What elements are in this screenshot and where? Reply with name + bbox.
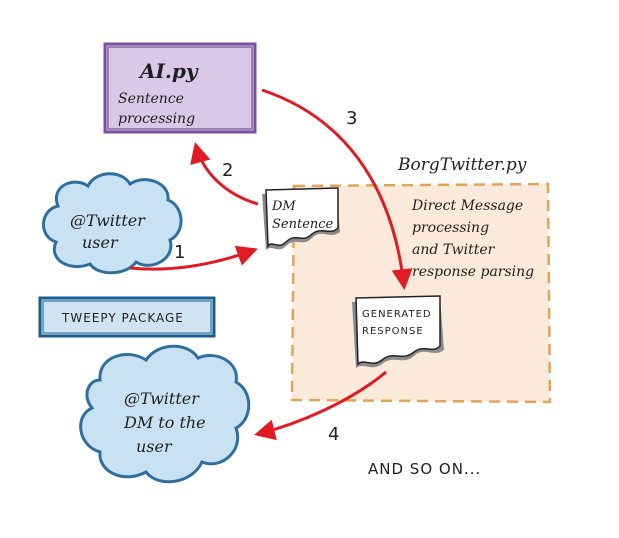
arrow-2 bbox=[190, 141, 259, 206]
borg-twitter-title: BorgTwitter.py bbox=[397, 155, 527, 175]
borg-desc-line-4: response parsing bbox=[412, 264, 534, 280]
twitter-dm-line-1: @Twitter bbox=[124, 389, 200, 408]
twitter-dm-line-2: DM to the bbox=[123, 413, 206, 432]
arrow-3-label: 3 bbox=[346, 108, 357, 129]
dm-sentence-line-2: Sentence bbox=[272, 217, 334, 232]
twitter-user-line-1: @Twitter bbox=[70, 211, 146, 230]
borg-twitter-description: Direct Message processing and Twitter re… bbox=[411, 198, 534, 280]
borg-desc-line-3: and Twitter bbox=[412, 242, 496, 258]
ai-py-box bbox=[103, 42, 257, 134]
and-so-on-label: AND SO ON... bbox=[368, 460, 481, 478]
dm-sentence-line-1: DM bbox=[271, 199, 296, 214]
generated-response-line-2: RESPONSE bbox=[362, 326, 424, 337]
twitter-user-line-2: user bbox=[82, 233, 119, 252]
generated-response-line-1: GENERATED bbox=[362, 309, 432, 320]
arrow-4-label: 4 bbox=[328, 424, 339, 445]
twitter-dm-cloud bbox=[79, 344, 251, 484]
tweepy-package-label: TWEEPY PACKAGE bbox=[61, 311, 184, 325]
twitter-dm-line-3: user bbox=[136, 437, 173, 456]
arrow-1-label: 1 bbox=[174, 242, 185, 263]
ai-py-line-1: Sentence bbox=[118, 91, 184, 107]
arrow-4 bbox=[253, 370, 387, 441]
ai-py-line-2: processing bbox=[118, 111, 195, 127]
ai-py-title: AI.py bbox=[138, 59, 199, 83]
arrow-1 bbox=[129, 245, 258, 271]
twitter-user-cloud bbox=[42, 172, 183, 275]
borg-desc-line-1: Direct Message bbox=[411, 198, 523, 214]
tweepy-package-box bbox=[38, 296, 216, 338]
dm-sentence-note bbox=[262, 187, 340, 250]
generated-response-note bbox=[352, 295, 444, 368]
arrow-2-label: 2 bbox=[222, 160, 233, 181]
arrow-3 bbox=[261, 88, 413, 291]
borg-desc-line-2: processing bbox=[412, 220, 489, 236]
